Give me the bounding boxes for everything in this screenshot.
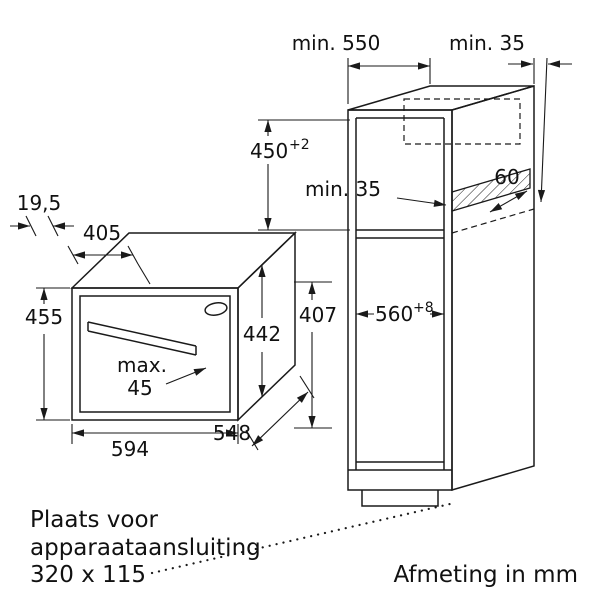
oven-door-frame xyxy=(79,295,231,413)
wall-leader-arrow xyxy=(537,57,548,203)
dim-405-label: 405 xyxy=(83,221,121,245)
dim-405: 405 xyxy=(67,221,151,285)
cabinet-front-face xyxy=(347,109,453,491)
dim-19-5: 19,5 xyxy=(10,191,74,237)
cabinet-top-face xyxy=(347,85,535,111)
note-place-line2: apparaataansluiting xyxy=(30,535,261,561)
dim-60: 60 xyxy=(489,165,528,213)
dim-min-550: min. 550 xyxy=(292,31,431,104)
notes-block: Plaats voor apparaataansluiting 320 x 11… xyxy=(30,502,578,588)
dim-594: 594 xyxy=(71,424,239,461)
oven-drawing xyxy=(70,231,297,422)
dim-548-label: 548 xyxy=(213,421,251,445)
dim-407-label: 407 xyxy=(299,303,337,327)
dim-560-label: 560 xyxy=(375,302,413,326)
units-note: Afmeting in mm xyxy=(393,562,578,588)
dim-455: 455 xyxy=(25,287,70,421)
dim-60-label: 60 xyxy=(494,165,519,189)
dim-548: 548 xyxy=(213,375,315,451)
dim-min-35-rear: min. 35 xyxy=(305,177,447,207)
oven-door-handle xyxy=(87,321,197,356)
rear-recess-hatch xyxy=(451,168,531,212)
dim-max-45-label: 45 xyxy=(127,376,152,400)
note-place-line1: Plaats voor xyxy=(30,507,159,533)
note-place-line3: 320 x 115 xyxy=(30,562,146,588)
dim-594-label: 594 xyxy=(111,437,149,461)
dim-max-45: max. 45 xyxy=(117,353,207,400)
cabinet-right-face xyxy=(451,84,535,492)
dim-450: 450 +2 xyxy=(250,119,350,231)
dim-19-5-label: 19,5 xyxy=(17,191,62,215)
dim-407: 407 xyxy=(294,281,337,429)
connection-leader-dotted xyxy=(150,502,452,575)
dim-442: 442 xyxy=(243,265,281,397)
dim-560-tolerance: +8 xyxy=(413,300,434,316)
dim-450-label: 450 xyxy=(250,139,288,163)
dim-min-35-rear-label: min. 35 xyxy=(305,177,381,201)
oven-front-face xyxy=(71,287,239,421)
hidden-top-opening xyxy=(403,98,521,145)
dim-min-35-top-label: min. 35 xyxy=(449,31,525,55)
cabinet-drawing xyxy=(347,57,548,507)
dim-455-label: 455 xyxy=(25,305,63,329)
dim-560: 560 +8 xyxy=(356,300,444,326)
dim-min-550-label: min. 550 xyxy=(292,31,381,55)
cabinet-plinth xyxy=(361,490,439,507)
dim-442-label: 442 xyxy=(243,322,281,346)
hidden-shelf-edge xyxy=(451,208,535,234)
dim-min-35-top: min. 35 xyxy=(449,31,572,84)
dim-450-tolerance: +2 xyxy=(289,137,310,153)
dim-max-label: max. xyxy=(117,353,167,377)
oven-grip-recess xyxy=(204,302,228,316)
